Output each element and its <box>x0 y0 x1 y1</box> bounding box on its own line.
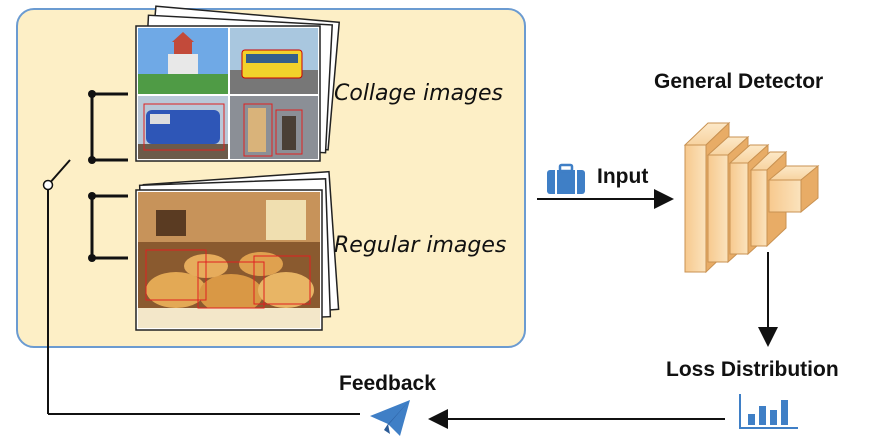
switch-contact-node <box>88 156 96 164</box>
general-detector-network <box>683 121 820 274</box>
loss-distribution-label: Loss Distribution <box>666 358 839 381</box>
feedback-label: Feedback <box>339 372 436 395</box>
collage-images-label: Collage images <box>334 81 504 106</box>
regular-image-stack <box>135 170 340 331</box>
switch-contact-node <box>88 254 96 262</box>
switch-contact-node <box>88 90 96 98</box>
switch-pivot <box>42 179 54 191</box>
collage-image-stack <box>135 5 341 162</box>
bar-chart-icon <box>739 394 798 429</box>
regular-images-label: Regular images <box>334 233 507 258</box>
briefcase-icon <box>547 163 585 194</box>
paper-plane-icon <box>370 400 410 436</box>
general-detector-label: General Detector <box>654 70 824 93</box>
input-label: Input <box>597 165 649 188</box>
switch-contact-node <box>88 192 96 200</box>
image-selector-switch <box>47 92 360 415</box>
